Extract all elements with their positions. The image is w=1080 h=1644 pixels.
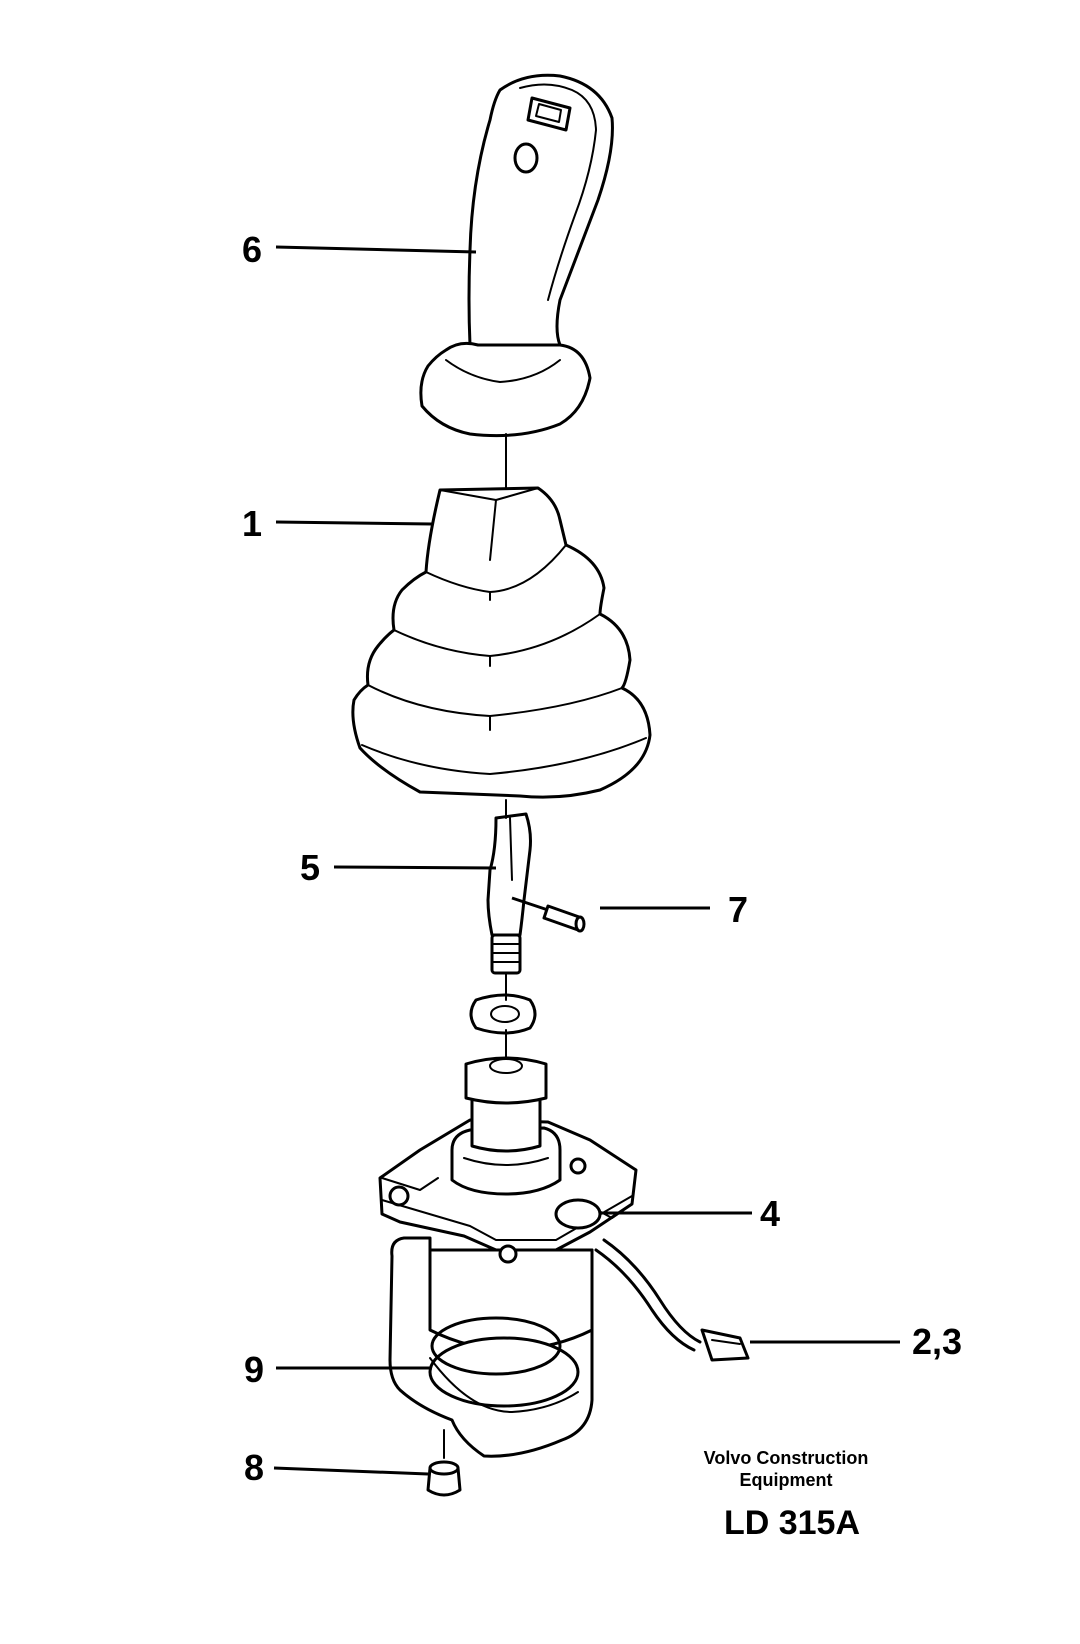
maker-line-1: Volvo Construction (704, 1448, 869, 1468)
o-ring (430, 1316, 562, 1376)
joystick-handle (419, 73, 614, 438)
rubber-boot (351, 486, 652, 799)
maker-line-2: Equipment (740, 1470, 833, 1490)
cable-connector (700, 1328, 750, 1362)
callout-cable-connector: 2,3 (912, 1321, 962, 1362)
leader-5 (333, 865, 497, 870)
leader-6 (275, 245, 477, 254)
callout-lever-shaft: 5 (300, 847, 320, 888)
callout-pin: 7 (728, 889, 748, 930)
callout-boot: 1 (242, 503, 262, 544)
control-valve-body (378, 1056, 702, 1458)
callout-plug: 8 (244, 1447, 264, 1488)
lever-shaft (486, 812, 532, 975)
drain-plug (426, 1429, 462, 1497)
callout-plate: 4 (760, 1193, 780, 1234)
leader-1 (275, 520, 433, 526)
callout-handle: 6 (242, 229, 262, 270)
roll-pin (511, 896, 586, 933)
callout-o-ring: 9 (244, 1349, 264, 1390)
leader-8 (273, 1466, 429, 1476)
drawing-code: LD 315A (724, 1504, 860, 1542)
hex-nut (469, 993, 537, 1035)
